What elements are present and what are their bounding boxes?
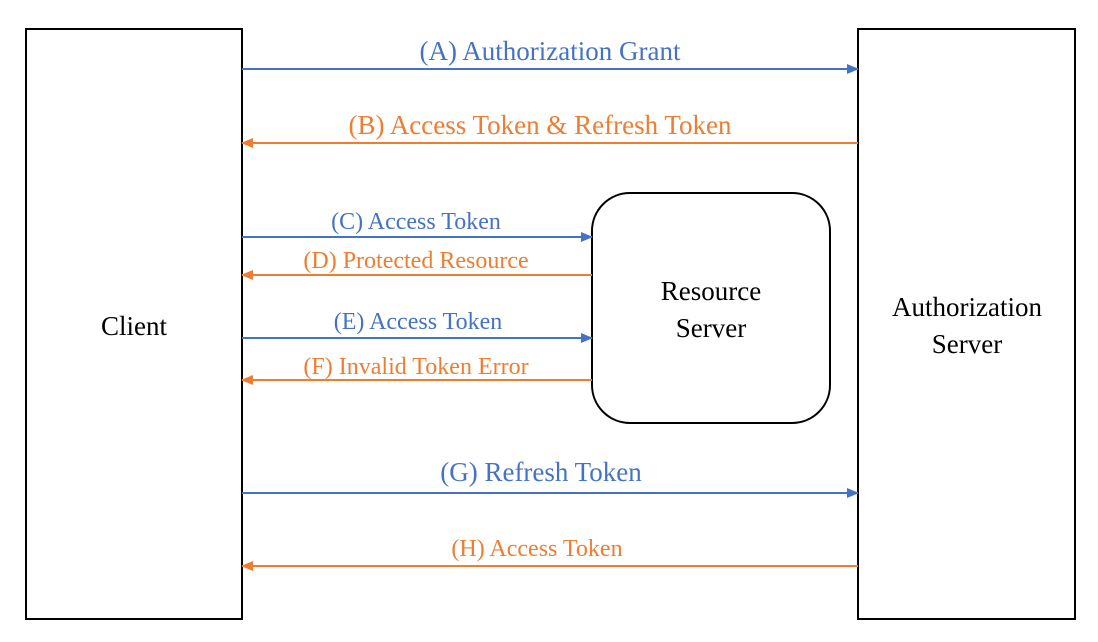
flow-b-label: (B) Access Token & Refresh Token [349, 110, 732, 140]
authorization-server-label-line-1: Authorization [892, 292, 1042, 322]
flow-e-label: (E) Access Token [334, 309, 503, 335]
flow-h-access-token: (H) Access Token [241, 536, 858, 571]
flow-f-label: (F) Invalid Token Error [303, 354, 528, 380]
flow-c-access-token: (C) Access Token [242, 209, 593, 242]
resource-server-node: Resource Server [591, 192, 831, 424]
resource-server-box [591, 192, 831, 424]
flow-e-access-token: (E) Access Token [242, 309, 593, 343]
resource-server-label-line-2: Server [676, 313, 746, 343]
client-node: Client [25, 28, 243, 620]
flow-f-invalid-token-error: (F) Invalid Token Error [241, 354, 592, 385]
authorization-server-box [857, 28, 1076, 620]
flow-h-label: (H) Access Token [451, 536, 622, 562]
authorization-server-label-line-2: Server [932, 329, 1002, 359]
flow-d-label: (D) Protected Resource [303, 248, 528, 274]
flow-a-authorization-grant: (A) Authorization Grant [242, 36, 859, 74]
resource-server-label-line-1: Resource [661, 276, 761, 306]
flow-a-label: (A) Authorization Grant [420, 36, 681, 66]
flow-c-label: (C) Access Token [331, 209, 501, 235]
flow-b-access-and-refresh-token: (B) Access Token & Refresh Token [241, 110, 858, 148]
flow-g-refresh-token: (G) Refresh Token [242, 457, 859, 498]
flow-g-label: (G) Refresh Token [440, 457, 642, 487]
authorization-server-node: Authorization Server [857, 28, 1076, 620]
client-label: Client [101, 311, 167, 341]
flow-d-protected-resource: (D) Protected Resource [241, 248, 592, 280]
client-box [25, 28, 243, 620]
